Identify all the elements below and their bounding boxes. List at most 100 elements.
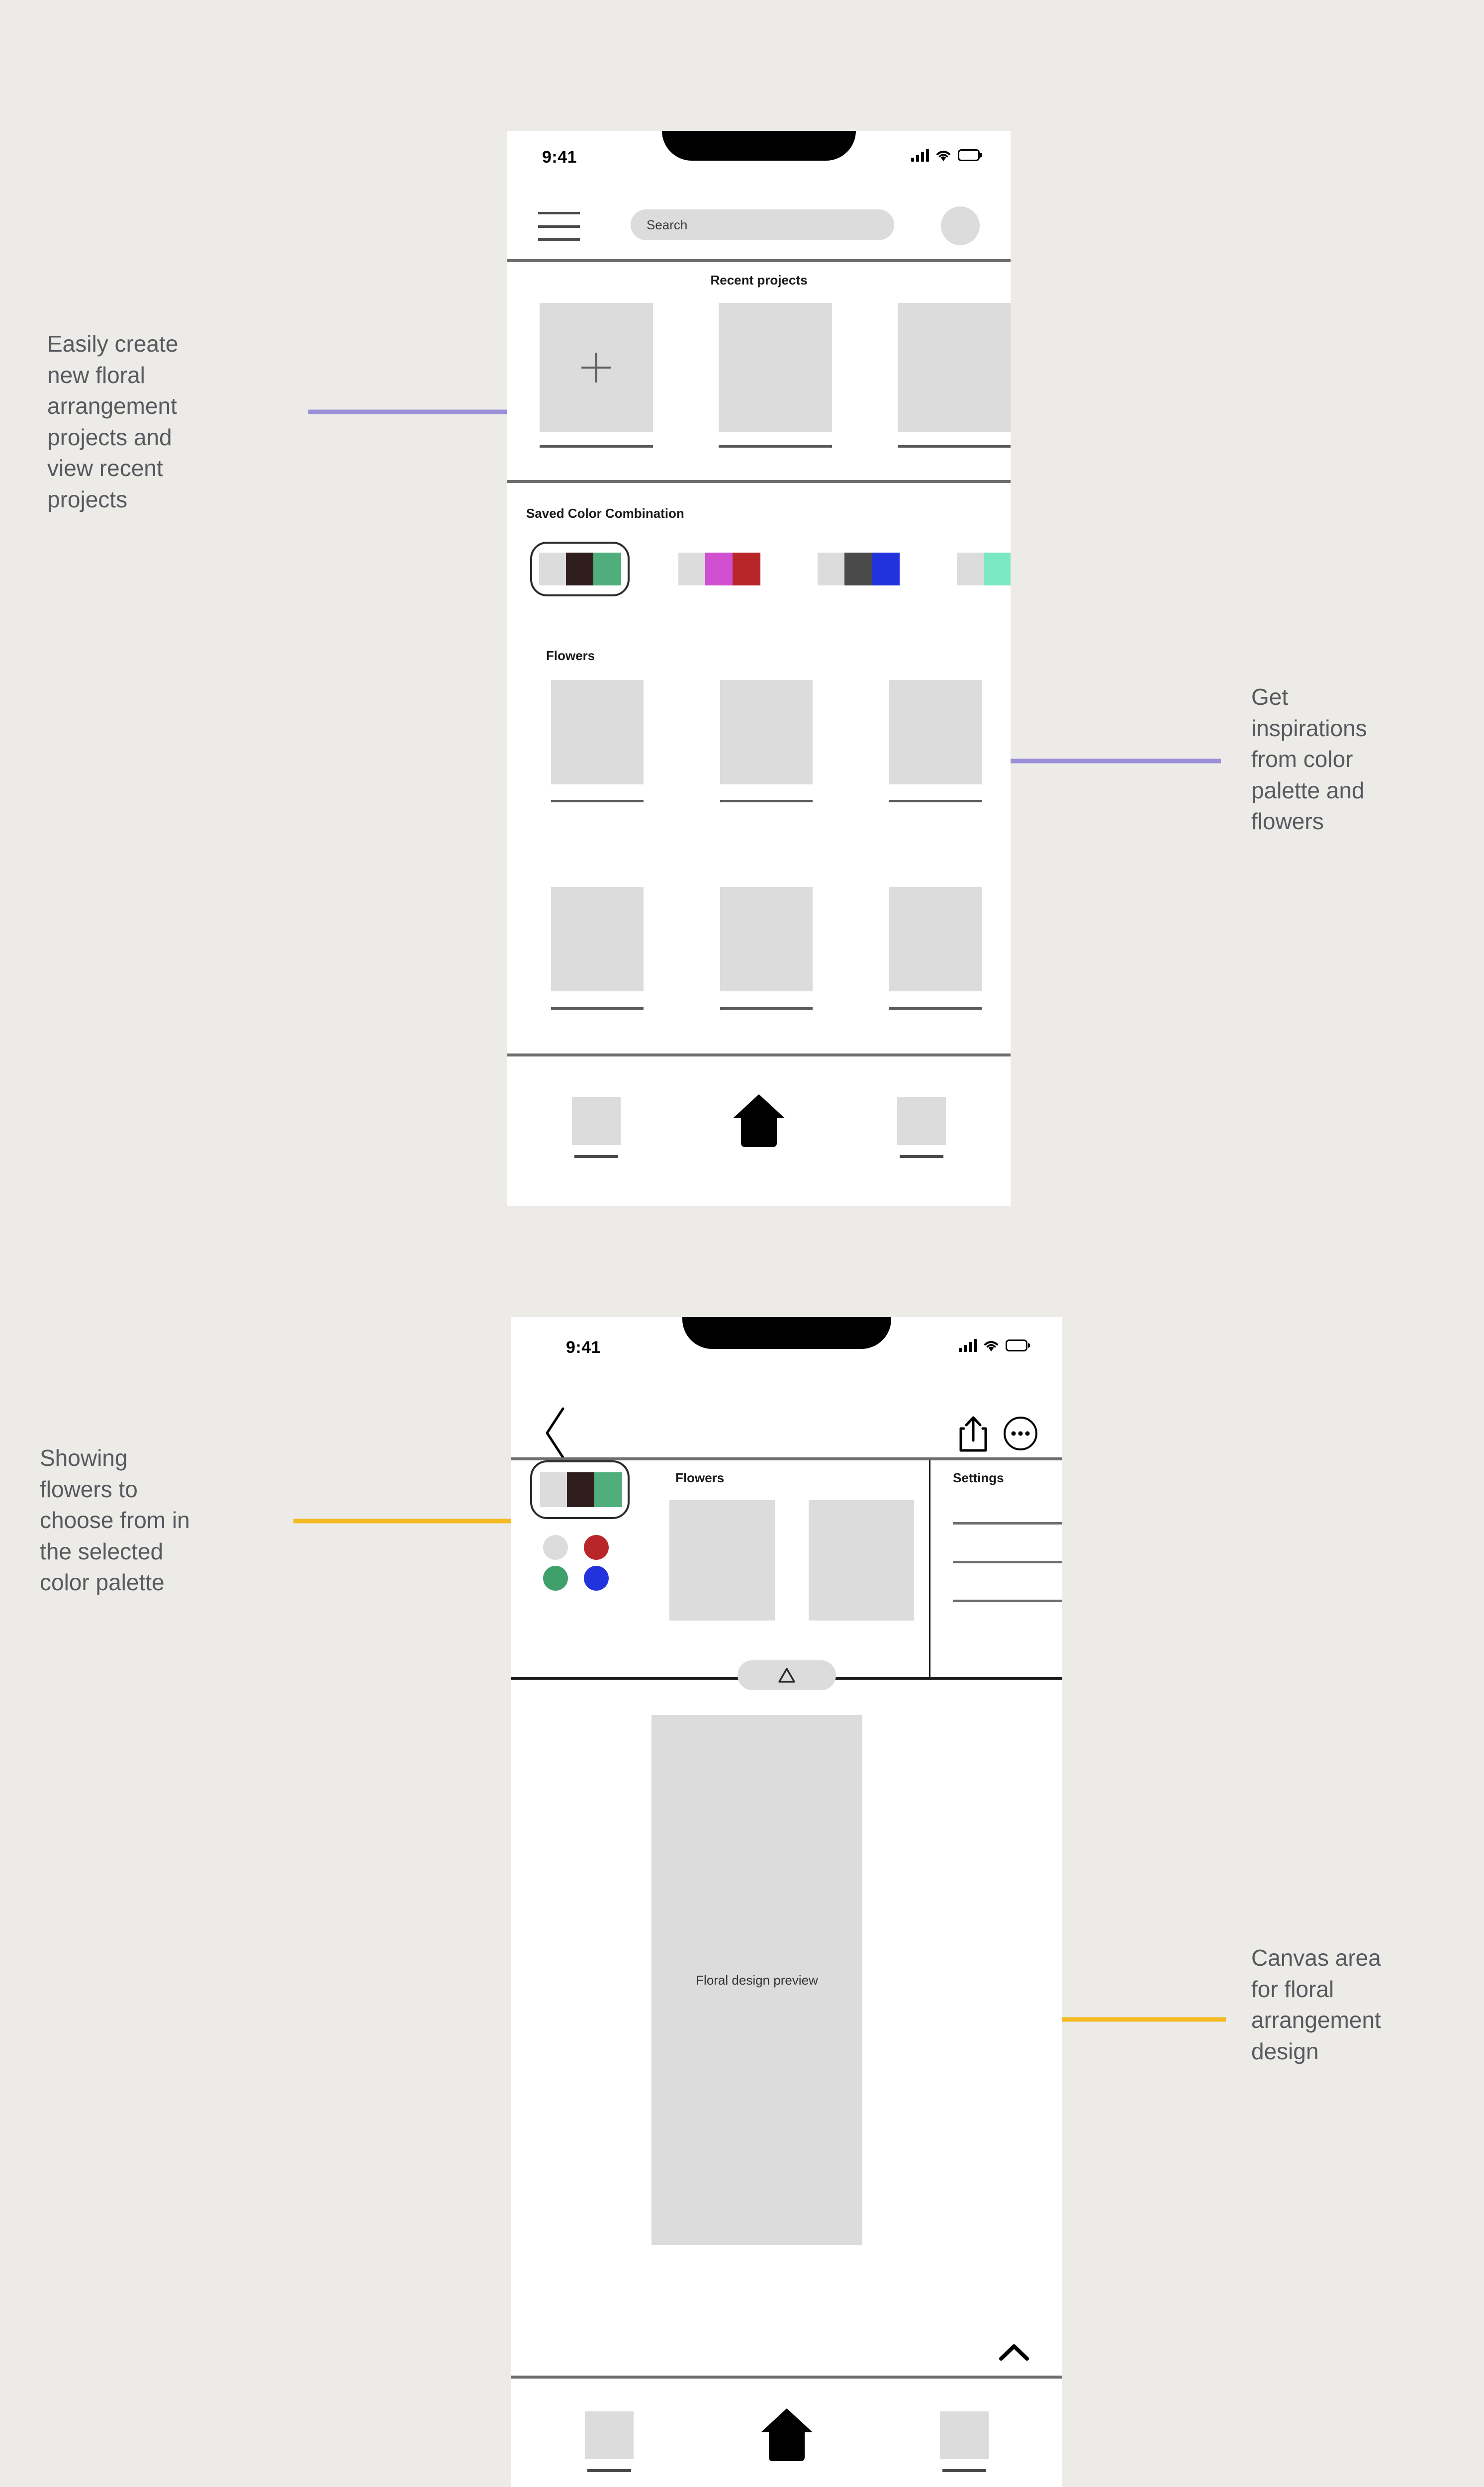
- triangle-up-icon: [778, 1668, 795, 1683]
- flower-tile[interactable]: [720, 887, 813, 991]
- swatch-color: [732, 553, 760, 585]
- editor-header-divider: [511, 1457, 1062, 1460]
- status-time: 9:41: [566, 1338, 601, 1357]
- flowers-title: Flowers: [546, 648, 595, 663]
- phone-home-screen: 9:41 Search Recent projects: [507, 131, 1011, 1206]
- flower-tile[interactable]: [551, 680, 644, 784]
- cellular-signal-icon: [959, 1339, 977, 1352]
- swatch-color: [540, 1472, 567, 1507]
- annotation-canvas-area: Canvas area for floral arrangement desig…: [1251, 1945, 1381, 2064]
- flower-tile-caption: [551, 800, 644, 802]
- annotation-inspirations: Get inspirations from color palette and …: [1251, 684, 1367, 835]
- panel-separator: [929, 1460, 930, 1679]
- swatch-color: [957, 553, 984, 585]
- recent-projects-divider: [507, 480, 1011, 483]
- swatch-color: [984, 553, 1011, 585]
- back-chevron-icon[interactable]: [541, 1406, 568, 1460]
- annotation-showing-flowers: Showing flowers to choose from in the se…: [40, 1445, 190, 1596]
- saved-color-combination[interactable]: [818, 553, 900, 585]
- recent-projects-title: Recent projects: [710, 273, 808, 287]
- swatch-color: [566, 553, 593, 585]
- bottom-nav-divider: [511, 2376, 1062, 2379]
- flower-tile-caption: [720, 1007, 813, 1010]
- saved-colors-title: Saved Color Combination: [526, 506, 684, 521]
- editor-palette-selected-ring: [530, 1460, 630, 1519]
- chevron-up-icon[interactable]: [998, 2342, 1030, 2363]
- recent-project-caption: [719, 445, 832, 448]
- plus-icon[interactable]: [581, 353, 611, 383]
- settings-row[interactable]: [953, 1561, 1062, 1563]
- collapse-panel-handle[interactable]: [738, 1660, 836, 1690]
- battery-icon: [1006, 1339, 1027, 1351]
- nav-item-left[interactable]: [572, 1097, 621, 1158]
- swatch-color: [594, 1472, 622, 1507]
- status-icons: [911, 149, 980, 162]
- bottom-nav-home: [507, 1056, 1011, 1206]
- color-dot-blue[interactable]: [584, 1566, 609, 1591]
- nav-item-underline: [587, 2469, 631, 2472]
- color-dot-gray[interactable]: [543, 1535, 568, 1560]
- cellular-signal-icon: [911, 149, 929, 162]
- status-time: 9:41: [542, 148, 577, 167]
- more-options-icon[interactable]: [1003, 1416, 1038, 1451]
- nav-item-right[interactable]: [897, 1097, 946, 1158]
- flower-tile-caption: [889, 1007, 982, 1010]
- nav-item-right[interactable]: [940, 2411, 989, 2472]
- avatar-icon[interactable]: [941, 206, 980, 245]
- recent-project-card[interactable]: [719, 303, 832, 432]
- nav-item-underline: [900, 1155, 943, 1158]
- color-dot-red[interactable]: [584, 1535, 609, 1560]
- recent-project-card[interactable]: [540, 303, 653, 432]
- editor-flower-tile[interactable]: [809, 1500, 914, 1621]
- editor-flowers-title: Flowers: [675, 1470, 725, 1485]
- recent-project-thumbnail: [898, 303, 1011, 432]
- settings-row[interactable]: [953, 1600, 1062, 1602]
- annotation-create-projects: Easily create new floral arrangement pro…: [47, 331, 179, 512]
- hamburger-menu-icon[interactable]: [538, 212, 580, 241]
- editor-selected-combination[interactable]: [540, 1472, 622, 1507]
- color-dot-green[interactable]: [543, 1566, 568, 1591]
- battery-icon: [958, 149, 980, 161]
- bottom-nav-divider: [507, 1053, 1011, 1056]
- flower-tile-caption: [720, 800, 813, 802]
- recent-project-card[interactable]: [898, 303, 1011, 432]
- saved-color-combination[interactable]: [539, 553, 621, 585]
- nav-item-home[interactable]: [757, 2404, 817, 2467]
- flower-tile[interactable]: [889, 887, 982, 991]
- swatch-color: [818, 553, 845, 585]
- placeholder-icon: [897, 1097, 946, 1145]
- home-icon: [761, 2408, 813, 2461]
- editor-flower-tile[interactable]: [669, 1500, 775, 1621]
- swatch-color: [678, 553, 706, 585]
- nav-item-underline: [942, 2469, 986, 2472]
- header-divider: [507, 259, 1011, 262]
- swatch-color: [705, 553, 733, 585]
- recent-project-caption: [540, 445, 653, 448]
- swatch-color: [871, 553, 900, 585]
- settings-row[interactable]: [953, 1522, 1062, 1525]
- nav-item-home[interactable]: [729, 1090, 789, 1152]
- placeholder-icon: [585, 2411, 634, 2459]
- flower-tile[interactable]: [889, 680, 982, 784]
- nav-item-underline: [574, 1155, 618, 1158]
- search-input[interactable]: Search: [631, 209, 894, 240]
- flower-tile-caption: [551, 1007, 644, 1010]
- saved-color-combination[interactable]: [957, 553, 1011, 585]
- saved-color-combination[interactable]: [678, 553, 760, 585]
- wifi-icon: [935, 149, 951, 162]
- search-placeholder: Search: [647, 217, 688, 232]
- bottom-nav-editor: [511, 2379, 1062, 2487]
- flower-tile[interactable]: [551, 887, 644, 991]
- flower-tile-caption: [889, 800, 982, 802]
- nav-item-left[interactable]: [585, 2411, 634, 2472]
- status-bar-home: 9:41: [507, 131, 1011, 190]
- notch: [662, 131, 856, 161]
- placeholder-icon: [940, 2411, 989, 2459]
- share-icon[interactable]: [957, 1415, 990, 1453]
- swatch-color: [539, 553, 566, 585]
- design-canvas[interactable]: Floral design preview: [651, 1715, 862, 2245]
- recent-project-thumbnail: [719, 303, 832, 432]
- saved-color-selected-ring: [530, 542, 630, 596]
- recent-project-caption: [898, 445, 1011, 448]
- flower-tile[interactable]: [720, 680, 813, 784]
